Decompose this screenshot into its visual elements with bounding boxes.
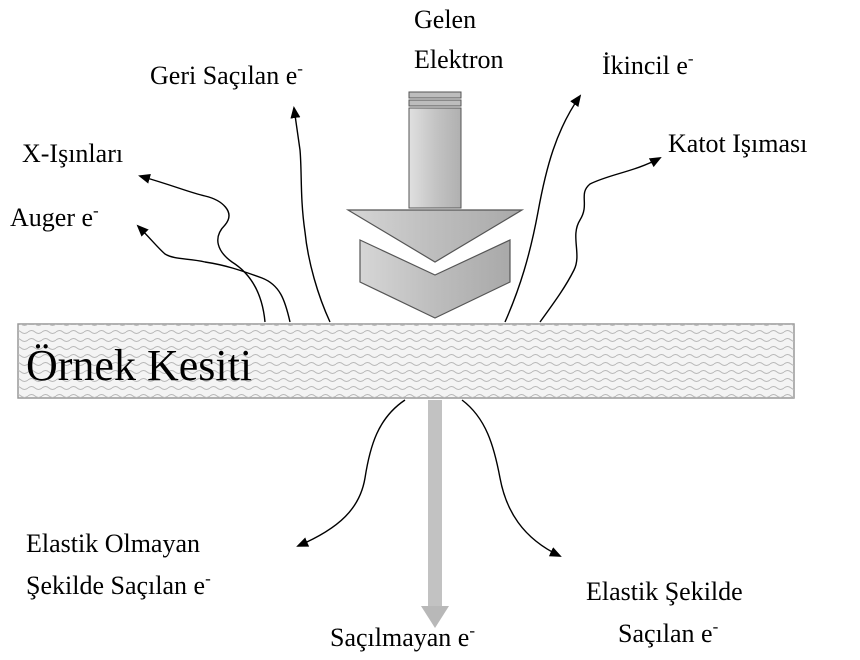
inelastic-path <box>296 399 406 547</box>
incoming-electron-arrow <box>345 91 525 319</box>
secondary-label: İkincil e- <box>602 49 694 80</box>
xray-path <box>138 173 266 323</box>
auger-label: Auger e- <box>10 201 99 232</box>
elastic-label-line2: Saçılan e- <box>618 617 719 648</box>
inelastic-label-line1: Elastik Olmayan <box>26 529 200 558</box>
sample-label: Örnek Kesiti <box>26 341 252 390</box>
incoming-label-line1: Gelen <box>414 5 476 34</box>
incoming-label-line2: Elektron <box>414 45 504 74</box>
unscattered-beam-arrow <box>421 400 449 628</box>
cathodoluminescence-label: Katot Işıması <box>668 129 807 158</box>
xray-label: X-Işınları <box>22 139 123 168</box>
auger-path <box>136 224 291 323</box>
elastic-path <box>461 399 562 557</box>
inelastic-label-line2: Şekilde Saçılan e- <box>26 569 211 600</box>
backscattered-path <box>290 106 331 323</box>
secondary-path <box>504 94 582 323</box>
unscattered-label: Saçılmayan e- <box>330 621 475 652</box>
elastic-label-line1: Elastik Şekilde <box>586 577 743 606</box>
sample-slab: Örnek Kesiti <box>17 323 795 399</box>
cathodo-path <box>539 157 662 323</box>
signal-lines-top <box>136 94 662 323</box>
backscattered-label: Geri Saçılan e- <box>150 59 303 90</box>
signal-lines-bottom <box>296 399 562 557</box>
